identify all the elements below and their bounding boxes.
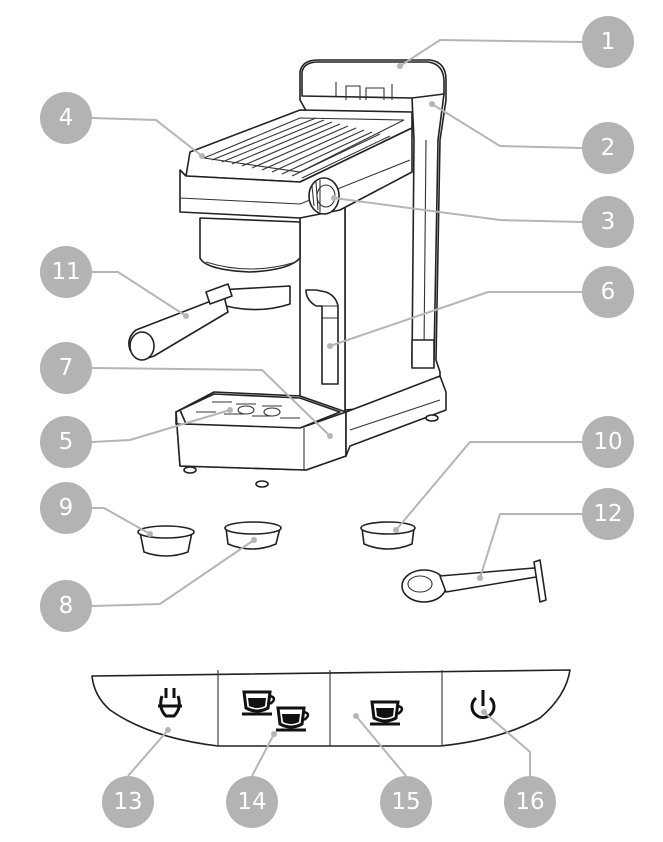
callout-1: 1: [582, 16, 634, 68]
machine-base: [345, 375, 447, 457]
callout-13: 13: [102, 776, 154, 828]
double-espresso-button: [242, 690, 310, 732]
callout-number: 14: [237, 789, 266, 815]
filter-baskets: [137, 521, 416, 557]
callout-3: 3: [582, 196, 634, 248]
steam-icon: [158, 688, 182, 718]
callout-15: 15: [380, 776, 432, 828]
callout-number: 3: [601, 209, 616, 235]
cup-warmer-grill: [201, 117, 405, 179]
callout-number: 2: [601, 135, 616, 161]
callout-4: 4: [40, 92, 92, 144]
callout-number: 7: [59, 355, 74, 381]
callout-14: 14: [226, 776, 278, 828]
brew-head-housing: [179, 127, 413, 219]
single-espresso-button: [370, 700, 404, 726]
single-filter-basket: [137, 525, 195, 557]
callout-10: 10: [582, 416, 634, 468]
callout-number: 16: [515, 789, 544, 815]
callout-number: 12: [593, 501, 622, 527]
callout-9: 9: [40, 482, 92, 534]
water-level-window: [411, 339, 435, 369]
callout-number: 15: [391, 789, 420, 815]
tamper-spoon: [401, 559, 547, 603]
single-cup-icon: [370, 700, 404, 726]
drip-tray-grid: [196, 401, 300, 419]
power-button: [470, 690, 496, 719]
callout-number: 13: [113, 789, 142, 815]
callout-number: 5: [59, 429, 74, 455]
callout-number: 10: [593, 429, 622, 455]
callout-number: 1: [601, 29, 616, 55]
callout-11: 11: [40, 246, 92, 298]
control-panel-outline: [91, 669, 571, 747]
water-tank-lid: [301, 61, 445, 100]
callout-16: 16: [504, 776, 556, 828]
callout-8: 8: [40, 580, 92, 632]
callout-7: 7: [40, 342, 92, 394]
espresso-machine: [128, 59, 447, 488]
callout-number: 11: [51, 259, 80, 285]
steam-button: [158, 688, 182, 718]
steam-wand: [305, 289, 339, 385]
callout-number: 9: [59, 495, 74, 521]
callout-number: 4: [59, 105, 74, 131]
callout-number: 8: [59, 593, 74, 619]
leader-lines: [91, 38, 583, 777]
callout-6: 6: [582, 266, 634, 318]
callout-5: 5: [40, 416, 92, 468]
steam-dial: [308, 177, 340, 215]
callout-12: 12: [582, 488, 634, 540]
double-filter-basket: [224, 521, 282, 550]
callout-2: 2: [582, 122, 634, 174]
control-panel: [91, 669, 571, 747]
brew-group: [199, 217, 301, 273]
double-cup-icon: [242, 690, 310, 732]
water-tank: [411, 93, 445, 365]
power-icon: [470, 690, 496, 719]
drip-tray: [175, 391, 347, 471]
portafilter: [128, 283, 291, 361]
callout-number: 6: [601, 279, 616, 305]
pressurized-filter-basket: [360, 521, 416, 550]
